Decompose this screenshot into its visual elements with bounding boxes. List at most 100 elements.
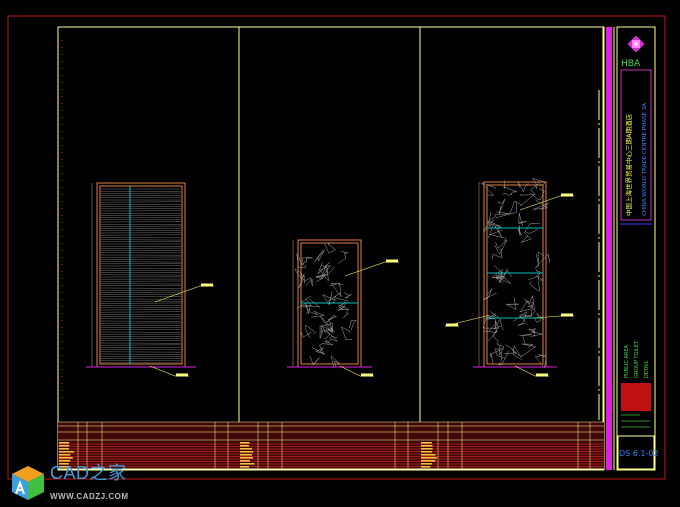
stone-vein <box>519 194 536 207</box>
stone-vein <box>482 315 500 329</box>
table-cell-text <box>240 460 250 462</box>
revision-stamp <box>621 383 651 411</box>
stone-vein <box>524 222 541 234</box>
stone-vein <box>519 334 532 344</box>
watermark-logo-icon <box>8 462 48 504</box>
stone-vein <box>321 290 336 306</box>
table-cell-text <box>240 442 250 444</box>
stone-vein <box>314 249 325 262</box>
stone-vein <box>496 341 505 355</box>
company-logo-icon <box>627 35 645 53</box>
stone-vein <box>502 180 517 193</box>
project-name-cn: 中国上海世界贸易中心三期A期酒店 <box>624 114 633 216</box>
side-strip <box>598 27 615 470</box>
stone-vein <box>531 177 546 186</box>
stone-vein <box>311 347 325 355</box>
stone-vein <box>302 256 313 265</box>
drawing-frame <box>57 26 605 471</box>
schedule-table <box>58 422 604 469</box>
table-cell-text <box>421 445 433 447</box>
table-cell-text <box>240 463 255 465</box>
stone-vein <box>518 182 529 193</box>
stone-vein <box>321 264 336 278</box>
stone-vein <box>534 253 551 269</box>
stone-vein <box>482 288 497 300</box>
stone-vein <box>326 314 337 323</box>
leader-line <box>339 365 361 377</box>
stone-vein <box>487 329 499 342</box>
area-label: PUBLIC AREA <box>624 345 630 378</box>
stone-vein <box>487 220 502 229</box>
stone-vein <box>295 253 306 268</box>
stone-vein <box>494 211 510 218</box>
stone-vein <box>491 268 509 284</box>
table-cell-text <box>421 454 436 456</box>
stone-vein <box>535 272 544 281</box>
stone-vein <box>527 305 536 316</box>
stone-vein <box>492 276 504 284</box>
sheet-border <box>7 15 666 480</box>
callout-tag <box>561 313 573 317</box>
callout-tag <box>561 193 573 197</box>
door-frame <box>483 181 547 368</box>
table-cell-text <box>421 457 437 459</box>
elevation-2 <box>287 239 372 369</box>
leader-line <box>154 285 201 303</box>
stone-vein <box>310 310 326 318</box>
watermark-name: CAD之家 <box>50 463 127 483</box>
stone-vein <box>320 316 334 333</box>
stone-vein <box>349 320 357 331</box>
stone-vein <box>497 199 506 215</box>
stone-vein <box>321 321 334 333</box>
table-cell-text <box>59 460 71 462</box>
table-cell-text <box>240 445 249 447</box>
project-name-en: CHINA WORLD TRADE CENTRE PHASE 3A <box>642 103 648 216</box>
leader-line <box>519 195 561 211</box>
table-cell-text <box>421 448 433 450</box>
table-cell-text <box>59 454 71 456</box>
stone-vein <box>509 200 522 215</box>
sheet-title: GROUP TOILET <box>634 340 640 378</box>
table-cell-text <box>59 463 69 465</box>
callout-tag <box>361 373 373 377</box>
stone-vein <box>517 225 523 237</box>
stone-vein <box>298 273 306 288</box>
stone-vein <box>537 251 545 265</box>
callout-tag <box>176 373 188 377</box>
stone-vein <box>309 356 320 366</box>
stone-vein <box>528 328 535 335</box>
stone-vein <box>294 268 303 281</box>
stone-vein <box>530 183 539 195</box>
elevation-1 <box>86 182 196 368</box>
stone-vein <box>498 350 510 366</box>
stone-vein <box>520 232 532 243</box>
stone-vein <box>324 329 338 342</box>
stone-vein <box>343 310 349 318</box>
table-cell-text <box>59 448 70 450</box>
company-name: HBA <box>621 59 641 69</box>
stone-vein <box>336 297 350 310</box>
stone-vein <box>519 300 534 313</box>
stone-vein <box>530 327 543 338</box>
stone-vein <box>341 326 353 340</box>
stone-vein <box>492 248 502 259</box>
table-cell-text <box>59 445 70 447</box>
table-cell-text <box>421 451 433 453</box>
door-panel <box>486 184 544 365</box>
stone-vein <box>520 343 537 358</box>
stone-vein <box>533 199 549 211</box>
stone-vein <box>493 265 505 278</box>
stone-vein <box>484 320 497 333</box>
stone-vein <box>324 243 337 254</box>
stone-vein <box>329 282 343 298</box>
stone-vein <box>319 264 332 282</box>
callout-tag <box>536 373 548 377</box>
callout-tag <box>201 283 213 287</box>
stone-vein <box>296 303 311 315</box>
stone-vein <box>504 344 517 355</box>
stone-vein <box>518 212 527 227</box>
table-cell-text <box>240 457 253 459</box>
leader-line <box>514 365 536 377</box>
leader-line <box>534 315 561 319</box>
